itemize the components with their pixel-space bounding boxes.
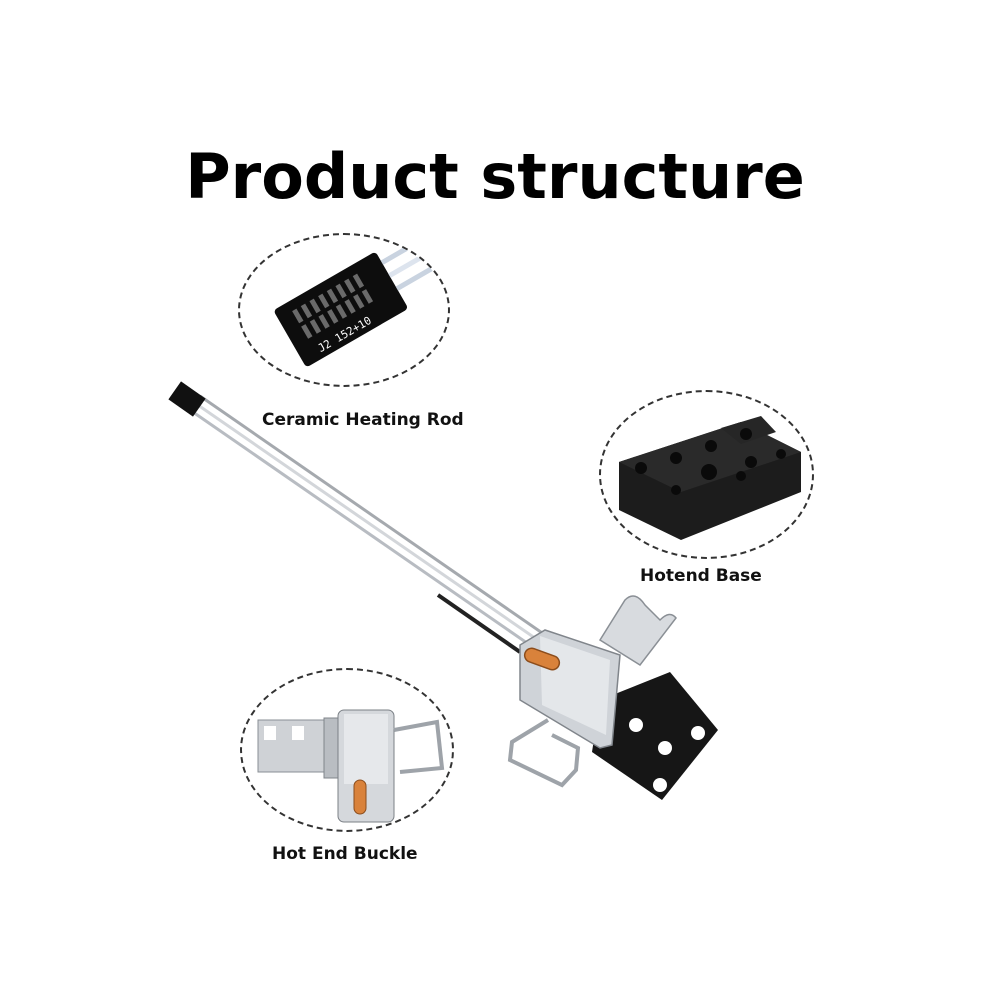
buckle-wire-loop <box>507 718 581 788</box>
hotend-base-closeup <box>619 416 801 540</box>
heating-rod-closeup: J2 152+10 <box>274 235 446 367</box>
wire-connector <box>168 381 206 417</box>
buckle-closeup <box>257 709 445 823</box>
callout-buckle <box>240 668 454 832</box>
callout-heating-rod: J2 152+10 <box>238 233 450 387</box>
buckle-body <box>519 629 621 749</box>
caption-buckle: Hot End Buckle <box>272 844 418 864</box>
heating-rod-wires <box>189 394 549 654</box>
page-title: Product structure <box>185 140 805 213</box>
clip-spring <box>598 595 677 666</box>
callout-hotend-base <box>599 390 814 559</box>
caption-hotend-base: Hotend Base <box>640 566 762 586</box>
hotend-base-plate <box>592 672 718 800</box>
caption-heating-rod: Ceramic Heating Rod <box>262 410 464 430</box>
